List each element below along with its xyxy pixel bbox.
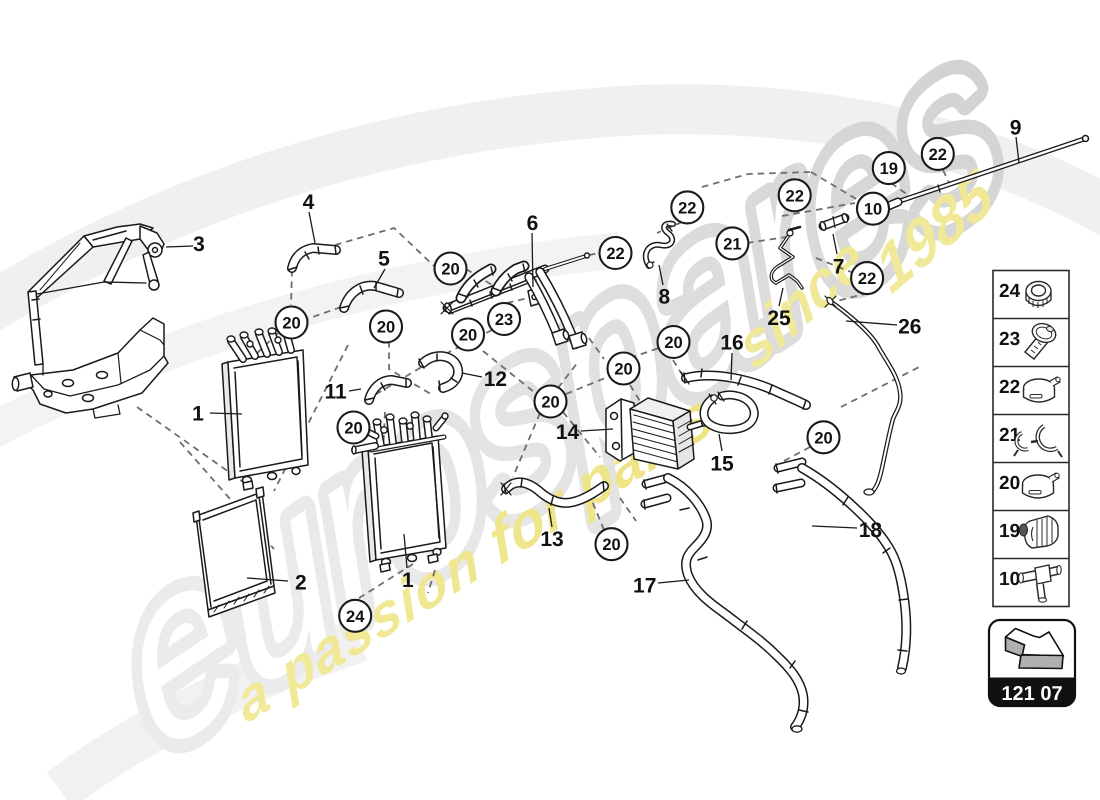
svg-text:14: 14: [556, 421, 580, 444]
svg-text:22: 22: [858, 270, 876, 288]
svg-text:15: 15: [710, 453, 734, 476]
svg-text:24: 24: [999, 281, 1021, 302]
svg-text:13: 13: [540, 528, 563, 551]
svg-text:1: 1: [192, 403, 204, 426]
svg-text:22: 22: [678, 199, 696, 217]
svg-text:10: 10: [999, 569, 1020, 590]
svg-text:6: 6: [527, 212, 539, 235]
svg-text:21: 21: [723, 235, 741, 253]
svg-text:20: 20: [282, 315, 300, 333]
svg-text:22: 22: [999, 377, 1020, 398]
svg-text:20: 20: [344, 420, 362, 438]
svg-text:20: 20: [614, 361, 632, 379]
svg-text:20: 20: [459, 327, 477, 345]
svg-text:23: 23: [999, 329, 1020, 350]
svg-text:8: 8: [658, 286, 670, 309]
svg-text:16: 16: [720, 332, 743, 355]
svg-text:19: 19: [999, 521, 1020, 542]
svg-text:121 07: 121 07: [1001, 683, 1062, 705]
svg-text:22: 22: [786, 187, 804, 205]
svg-text:19: 19: [880, 160, 898, 178]
svg-text:20: 20: [541, 394, 559, 412]
svg-text:25: 25: [767, 307, 791, 330]
svg-text:12: 12: [484, 368, 507, 391]
svg-text:22: 22: [606, 245, 624, 263]
svg-text:2: 2: [295, 572, 307, 595]
svg-text:1: 1: [402, 569, 414, 592]
svg-text:7: 7: [833, 256, 845, 279]
svg-text:20: 20: [999, 473, 1020, 494]
svg-text:9: 9: [1010, 117, 1022, 140]
svg-text:11: 11: [324, 381, 347, 404]
svg-text:26: 26: [898, 316, 921, 339]
svg-text:17: 17: [633, 575, 656, 598]
svg-text:20: 20: [441, 261, 459, 279]
svg-text:18: 18: [859, 519, 883, 542]
svg-text:5: 5: [378, 248, 390, 271]
svg-text:3: 3: [193, 233, 205, 256]
svg-text:23: 23: [495, 311, 513, 329]
svg-text:20: 20: [602, 536, 620, 554]
svg-text:24: 24: [346, 608, 365, 626]
svg-text:20: 20: [377, 319, 395, 337]
svg-text:4: 4: [303, 191, 315, 214]
svg-text:10: 10: [864, 201, 882, 219]
svg-text:20: 20: [664, 334, 682, 352]
svg-text:20: 20: [814, 429, 832, 447]
svg-text:22: 22: [929, 146, 947, 164]
